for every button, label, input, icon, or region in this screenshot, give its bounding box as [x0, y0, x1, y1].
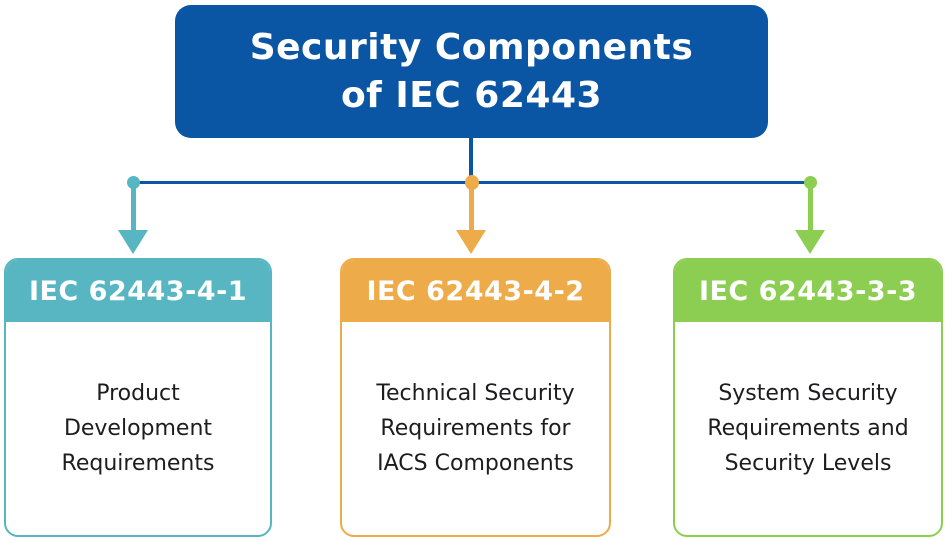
card-body-line: Requirements for	[380, 416, 571, 441]
card-body: Product Development Requirements	[6, 322, 270, 535]
card-iec-62443-3-3: IEC 62443-3-3 System Security Requiremen…	[673, 258, 943, 537]
connector-trunk-line	[469, 137, 473, 183]
branch-dot-orange	[465, 175, 479, 190]
branch-line-green	[808, 187, 813, 231]
title-box: Security Components of IEC 62443	[175, 5, 768, 138]
card-header: IEC 62443-4-2	[342, 260, 609, 322]
branch-dot-teal	[127, 176, 140, 189]
card-body: System Security Requirements and Securit…	[675, 322, 941, 535]
card-body-line: System Security	[718, 381, 898, 406]
down-arrow-icon-green	[795, 230, 825, 254]
card-body-line: IACS Components	[377, 451, 574, 476]
card-body-line: Development	[63, 416, 213, 441]
down-arrow-icon-orange	[456, 230, 486, 254]
card-body-line: Technical Security	[376, 381, 575, 406]
card-body-line: Requirements and	[707, 416, 909, 441]
card-body-line: Security Levels	[724, 451, 892, 476]
title-line-2: of IEC 62443	[340, 74, 603, 116]
branch-dot-green	[804, 176, 817, 189]
card-iec-62443-4-2: IEC 62443-4-2 Technical Security Require…	[340, 258, 611, 537]
card-body: Technical Security Requirements for IACS…	[342, 322, 609, 535]
card-header: IEC 62443-3-3	[675, 260, 941, 322]
branch-line-teal	[131, 187, 136, 231]
down-arrow-icon-teal	[118, 230, 148, 254]
card-iec-62443-4-1: IEC 62443-4-1 Product Development Requir…	[4, 258, 272, 537]
card-body-line: Requirements	[61, 451, 215, 476]
card-header: IEC 62443-4-1	[6, 260, 270, 322]
branch-line-orange	[469, 187, 474, 231]
title-line-1: Security Components	[249, 26, 694, 68]
card-body-line: Product	[96, 381, 180, 406]
